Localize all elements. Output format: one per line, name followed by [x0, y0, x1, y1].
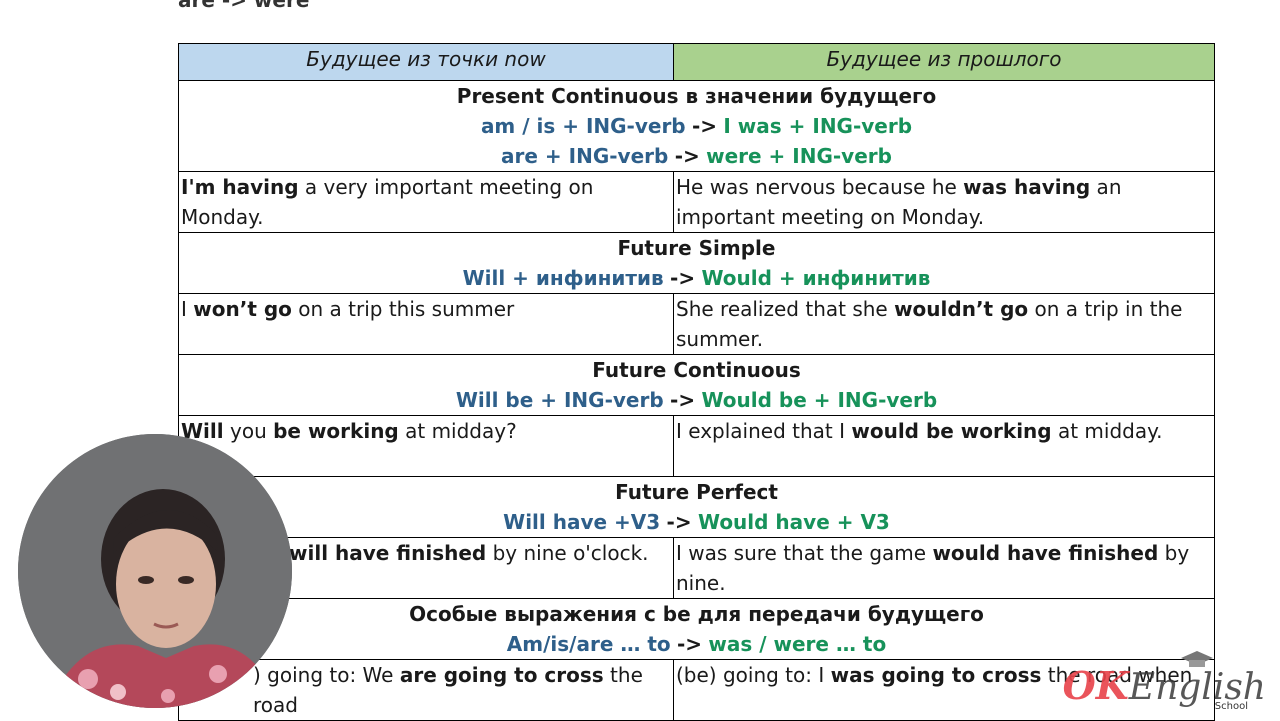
example-key-form: was having [963, 175, 1091, 199]
section-title: Future Simple [617, 236, 776, 260]
example-key-form: I'm having [181, 175, 299, 199]
example-key-form: will have finished [289, 541, 487, 565]
example-row: ) going to: We are going to cross the ro… [178, 659, 1215, 721]
formula-now: Am/is/are … to [506, 632, 671, 656]
formula-now: Will have +V3 [503, 510, 661, 534]
section-future-perfect: Future Perfect Will have +V3 -> Would ha… [178, 476, 1215, 538]
example-now: I'm having a very important meeting on M… [178, 171, 674, 233]
example-past: I was sure that the game would have fini… [673, 537, 1215, 599]
example-text: by nine. [676, 541, 1190, 595]
table-header-row: Будущее из точки now Будущее из прошлого [178, 43, 1215, 81]
logo-ok: OK [1062, 663, 1129, 708]
section-be-expressions: Особые выражения с be для передачи будущ… [178, 598, 1215, 660]
ok-english-logo: OKEnglish School [1062, 651, 1266, 712]
formula-past: Would have + V3 [697, 510, 890, 534]
formula-line: Will + инфинитив -> Would + инфинитив [181, 263, 1212, 293]
section-title: Future Continuous [592, 358, 801, 382]
example-row: will have finished by nine o'clock. I wa… [178, 537, 1215, 599]
section-future-continuous: Future Continuous Will be + ING-verb -> … [178, 354, 1215, 416]
formula-past: were + ING-verb [706, 144, 892, 168]
formula-line: Am/is/are … to -> was / were … to [181, 629, 1212, 659]
example-now: Will you be working at midday? [178, 415, 674, 477]
previous-row-fragment: are -> were [178, 0, 310, 12]
example-past: He was nervous because he was having an … [673, 171, 1215, 233]
example-text: I [181, 297, 194, 321]
formula-now: Will + инфинитив [462, 266, 664, 290]
example-text: on a trip this summer [291, 297, 515, 321]
section-row: Future Perfect Will have +V3 -> Would ha… [178, 476, 1215, 538]
formula-past: was / were … to [708, 632, 887, 656]
example-text: at midday? [398, 419, 517, 443]
formula-arrow: -> [691, 114, 718, 138]
example-key-form: are going to cross [399, 663, 604, 687]
example-text: He was nervous because he [676, 175, 964, 199]
section-present-continuous: Present Continuous в значении будущего a… [178, 80, 1215, 172]
example-text: the road [253, 663, 643, 717]
formula-past: Would + инфинитив [701, 266, 931, 290]
logo-school: School [1214, 701, 1248, 712]
example-now: I won’t go on a trip this summer [178, 293, 674, 355]
formula-arrow: -> [666, 510, 692, 534]
section-future-simple: Future Simple Will + инфинитив -> Would … [178, 232, 1215, 294]
future-in-the-past-table: Будущее из точки now Будущее из прошлого… [178, 43, 1215, 721]
section-title: Present Continuous в значении будущего [456, 84, 937, 108]
example-text: a very important meeting on Monday. [181, 175, 594, 229]
example-key-form: won’t go [193, 297, 292, 321]
example-row: I'm having a very important meeting on M… [178, 171, 1215, 233]
example-text: I explained that I [676, 419, 852, 443]
example-text: by nine o'clock. [486, 541, 649, 565]
example-past: (be) going to: I was going to cross the … [673, 659, 1215, 721]
example-text: you [223, 419, 274, 443]
example-key-form: be working [273, 419, 399, 443]
example-key-form: was going to cross [830, 663, 1042, 687]
header-future-from-past: Будущее из прошлого [673, 43, 1215, 81]
formula-line: Will have +V3 -> Would have + V3 [181, 507, 1212, 537]
section-row: Present Continuous в значении будущего a… [178, 80, 1215, 172]
example-now: ) going to: We are going to cross the ro… [178, 659, 674, 721]
example-row: Will you be working at midday? I explain… [178, 415, 1215, 477]
formula-line: Will be + ING-verb -> Would be + ING-ver… [181, 385, 1212, 415]
logo-english: English [1128, 667, 1266, 708]
example-text: on a trip in the summer. [676, 297, 1183, 351]
section-row: Future Continuous Will be + ING-verb -> … [178, 354, 1215, 416]
presenter-webcam [18, 434, 292, 708]
formula-arrow: -> [674, 144, 700, 168]
header-future-from-now: Будущее из точки now [178, 43, 674, 81]
section-row: Особые выражения с be для передачи будущ… [178, 598, 1215, 660]
section-row: Future Simple Will + инфинитив -> Would … [178, 232, 1215, 294]
formula-now: am / is + ING-verb [480, 114, 686, 138]
example-text: I was sure that the game [676, 541, 933, 565]
presenter-video-icon [18, 434, 292, 708]
section-title: Future Perfect [615, 480, 778, 504]
example-key-form: wouldn’t go [894, 297, 1029, 321]
example-past: She realized that she wouldn’t go on a t… [673, 293, 1215, 355]
example-key-form: would be working [851, 419, 1052, 443]
formula-past: I was + ING-verb [723, 114, 913, 138]
formula-now: Will be + ING-verb [455, 388, 664, 412]
example-text: (be) going to: I [676, 663, 831, 687]
formula-line: am / is + ING-verb -> I was + ING-verb [181, 111, 1212, 141]
example-text: an important meeting on Monday. [676, 175, 1122, 229]
formula-line: are + ING-verb -> were + ING-verb [181, 141, 1212, 171]
formula-past: Would be + ING-verb [701, 388, 938, 412]
section-title: Особые выражения с be для передачи будущ… [409, 602, 984, 626]
example-text: ) going to: We [253, 663, 400, 687]
example-text: She realized that she [676, 297, 895, 321]
example-past: I explained that I would be working at m… [673, 415, 1215, 477]
formula-now: are + ING-verb [501, 144, 669, 168]
formula-arrow: -> [670, 388, 696, 412]
example-row: I won’t go on a trip this summer She rea… [178, 293, 1215, 355]
formula-arrow: -> [670, 266, 696, 290]
example-key-form: would have finished [932, 541, 1159, 565]
example-text: the road when [1041, 663, 1193, 687]
graduation-cap-icon [1181, 651, 1213, 667]
example-text: at midday. [1051, 419, 1163, 443]
formula-arrow: -> [676, 632, 703, 656]
